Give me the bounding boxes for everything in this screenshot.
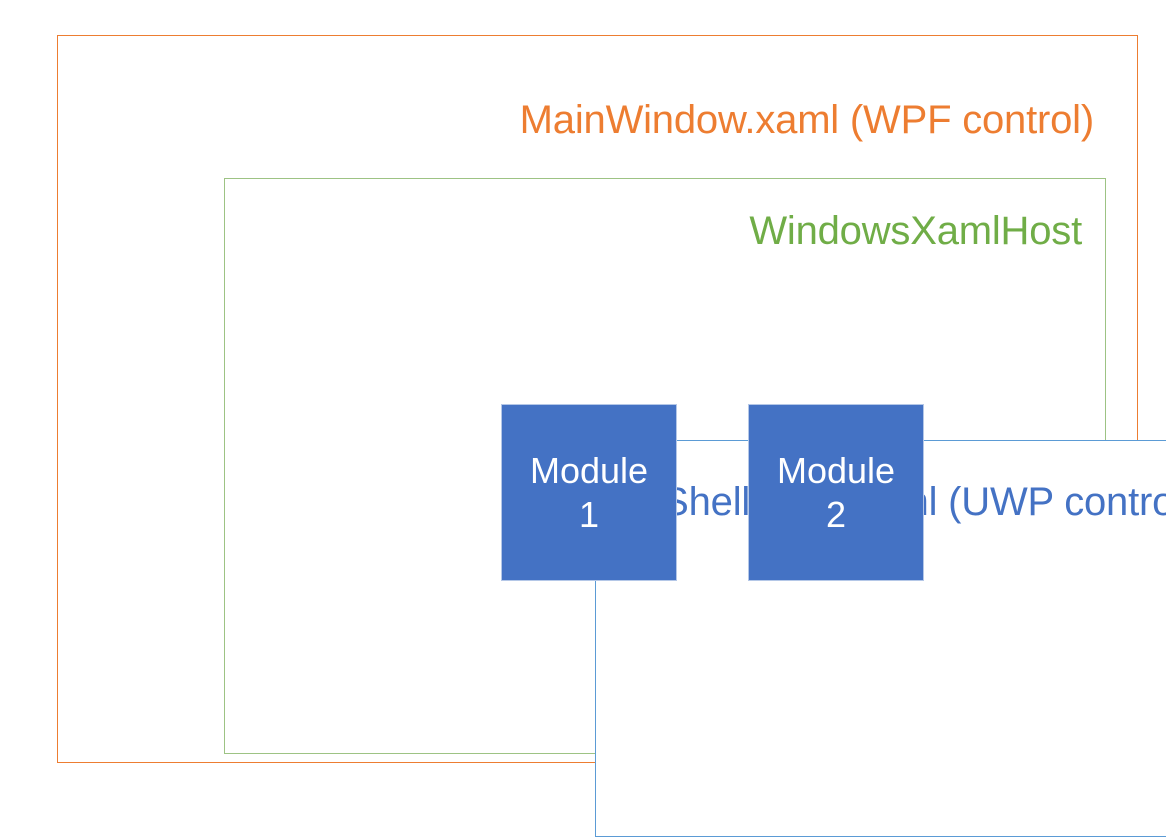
module-box-1-label: Module 1	[529, 449, 649, 535]
diagram-canvas: MainWindow.xaml (WPF control) WindowsXam…	[57, 35, 1166, 837]
container-mainwindow: MainWindow.xaml (WPF control) WindowsXam…	[57, 35, 1166, 837]
module-box-2-label: Module 2	[776, 449, 896, 535]
container-windowsxamlhost-title: WindowsXamlHost	[749, 209, 1082, 253]
module-box-1: Module 1	[501, 404, 677, 581]
module-box-2: Module 2	[748, 404, 924, 581]
container-mainwindow-title: MainWindow.xaml (WPF control)	[519, 98, 1095, 142]
